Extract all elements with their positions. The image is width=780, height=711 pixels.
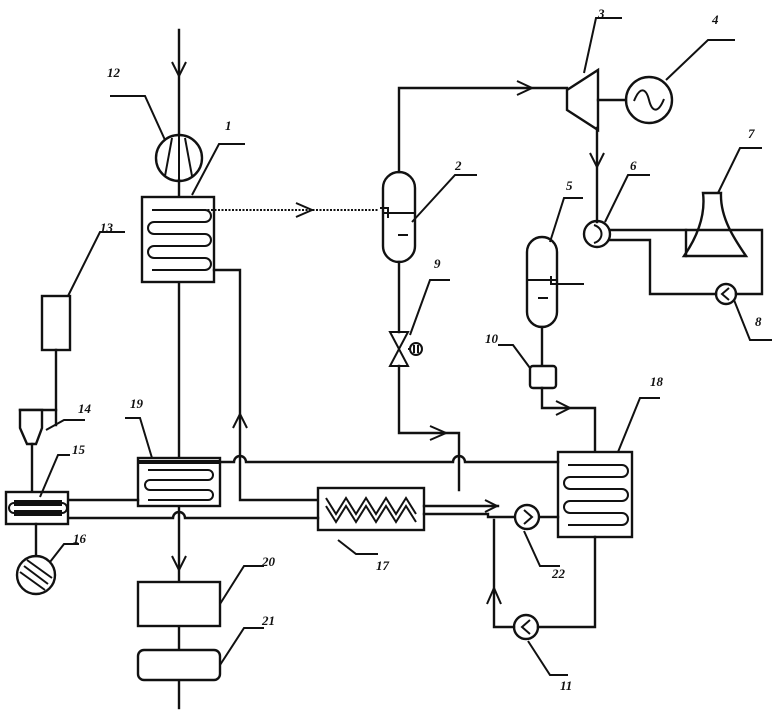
component-7-cooling-tower <box>681 191 749 258</box>
return-line-1 <box>212 268 320 502</box>
label-1: 1 <box>225 118 232 133</box>
line-17-to-22-to-18 <box>422 499 560 519</box>
label-21: 21 <box>261 613 275 628</box>
component-20-box <box>136 580 222 628</box>
component-2-separator <box>380 170 417 264</box>
label-18: 18 <box>650 374 664 389</box>
component-5-receiver <box>525 235 584 329</box>
label-5: 5 <box>566 178 573 193</box>
label-22: 22 <box>551 566 566 581</box>
label-8: 8 <box>755 314 762 329</box>
cooling-water-loop <box>608 228 764 296</box>
label-10: 10 <box>485 331 499 346</box>
label-20: 20 <box>261 554 276 569</box>
label-12: 12 <box>107 65 121 80</box>
label-15: 15 <box>72 442 86 457</box>
label-3: 3 <box>597 6 605 21</box>
label-17: 17 <box>376 558 390 573</box>
turbine-exhaust-line <box>589 126 605 224</box>
component-18-heat-exchanger <box>556 450 634 539</box>
component-16-fan <box>15 554 57 596</box>
label-13: 13 <box>100 220 114 235</box>
component-19-heat-exchanger <box>136 456 222 508</box>
label-4: 4 <box>711 12 719 27</box>
component-4-generator <box>624 75 674 125</box>
component-13-tank <box>40 294 72 352</box>
label-6: 6 <box>630 158 637 173</box>
line-15-to-19 <box>66 498 320 520</box>
component-12-fan <box>154 133 204 183</box>
vapor-line-to-turbine <box>397 80 569 174</box>
label-16: 16 <box>73 531 87 546</box>
label-19: 19 <box>130 396 144 411</box>
label-9: 9 <box>434 256 441 271</box>
label-11: 11 <box>560 678 572 693</box>
component-11-pump <box>512 613 540 641</box>
main-feed-line <box>171 28 187 710</box>
line-19-to-18 <box>218 454 560 464</box>
label-7: 7 <box>748 126 755 141</box>
leader-lines <box>39 17 772 676</box>
component-8-pump <box>714 282 738 306</box>
component-15-reactor <box>4 490 70 526</box>
component-22-pump <box>513 503 541 531</box>
component-10-filter <box>528 364 558 390</box>
component-14-hopper <box>18 408 58 494</box>
component-6-condenser <box>582 219 612 249</box>
component-21-box <box>136 648 222 682</box>
component-3-turbine <box>565 67 600 133</box>
line-9-to-17 <box>397 364 461 492</box>
return-loop-11 <box>486 518 597 629</box>
dotted-steam-line <box>190 202 378 218</box>
label-2: 2 <box>454 158 462 173</box>
line-10-to-18 <box>540 386 597 454</box>
label-14: 14 <box>78 401 92 416</box>
component-labels: 12 1 2 3 4 7 6 5 9 8 10 18 13 14 19 15 1… <box>72 6 762 693</box>
component-17-heat-exchanger <box>316 486 426 532</box>
component-1-heat-exchanger <box>140 195 216 284</box>
